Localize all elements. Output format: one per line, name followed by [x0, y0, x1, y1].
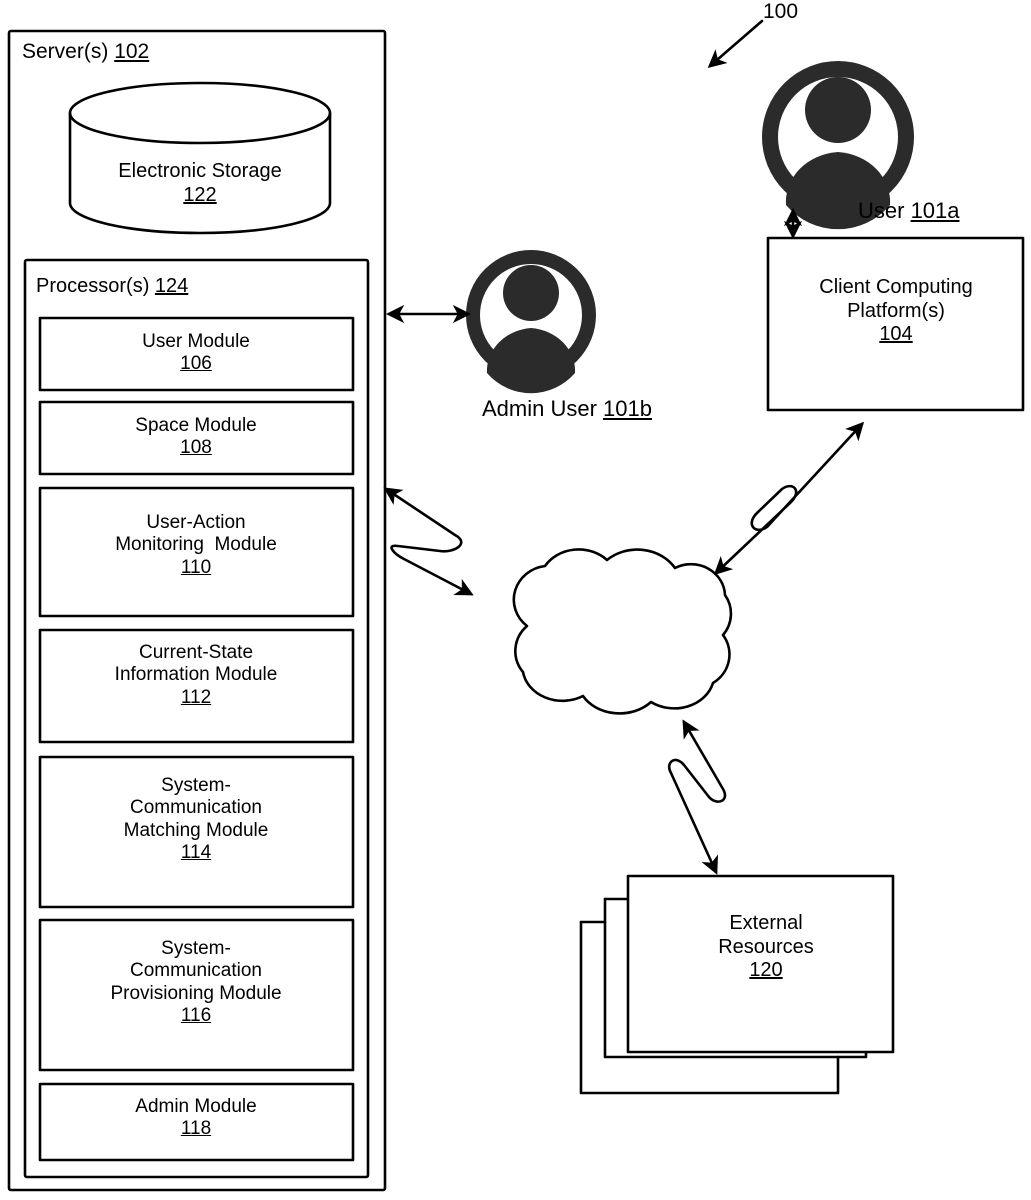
external-resources-sheet-front	[626, 874, 895, 1054]
module-box-116	[38, 918, 355, 1072]
connector-server-network	[383, 487, 474, 596]
user-avatar-icon-101a	[762, 61, 914, 230]
processor-box-title: Processor(s) 124	[36, 275, 189, 297]
figure-leader-line	[707, 19, 764, 68]
user-avatar-icon-101b	[466, 250, 596, 394]
client-platform-ref: 104	[879, 323, 913, 346]
processor-ref: 124	[154, 275, 189, 297]
connector-network-client-platform	[713, 421, 865, 576]
external-resources-stack	[579, 874, 895, 1095]
module-box-106	[38, 316, 355, 392]
server-box	[7, 29, 387, 1192]
module-box-110	[38, 486, 355, 618]
module-box-112	[38, 628, 355, 744]
electronic-storage-ref: 122	[183, 183, 217, 206]
electronic-storage-cylinder	[68, 81, 332, 235]
external-resources-sheet-back	[579, 920, 840, 1095]
server-ref: 102	[114, 40, 150, 63]
module-box-118	[38, 1082, 355, 1162]
admin-user-ref: 101b	[603, 396, 652, 421]
server-box-title: Server(s) 102	[22, 40, 150, 63]
client-platform-box	[766, 236, 1025, 412]
module-box-114	[38, 755, 355, 909]
user-ref: 101a	[910, 198, 960, 223]
connector-network-external-resources	[667, 719, 727, 875]
processor-box	[23, 258, 370, 1179]
admin-user-label: Admin User 101b	[482, 396, 652, 421]
cloud-icon	[512, 548, 733, 715]
figure-reference-numeral: 100	[763, 0, 799, 23]
external-resources-ref: 120	[749, 959, 783, 982]
module-box-108	[38, 400, 355, 476]
user-label: User 101a	[858, 198, 960, 223]
